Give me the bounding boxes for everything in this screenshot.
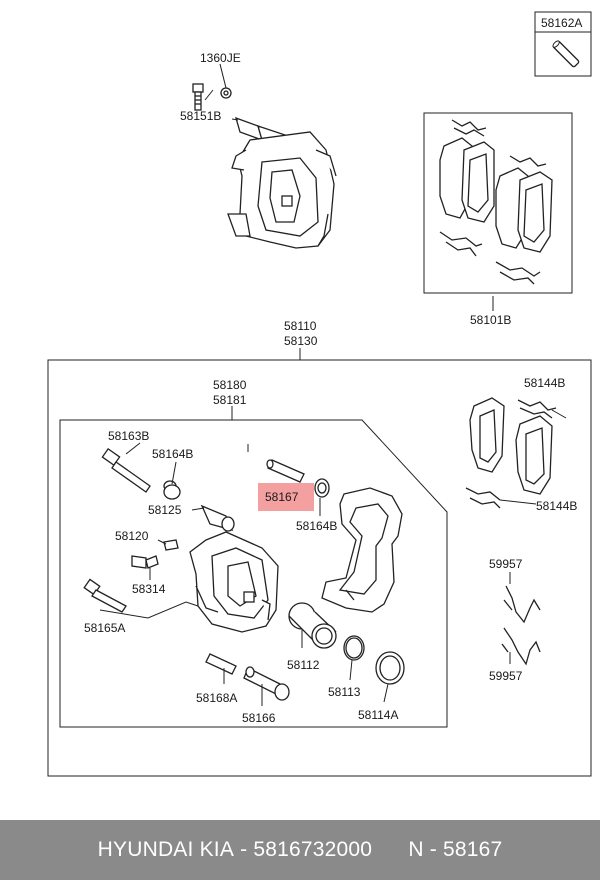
subassembly-box-58180: [59, 419, 448, 728]
label-58144B-low: 58144B: [536, 499, 577, 513]
label-58164B-top: 58164B: [152, 447, 193, 461]
label-58113: 58113: [328, 685, 361, 699]
footer-brand: HYUNDAI KIA: [97, 838, 235, 861]
exploded-parts-diagram: 58162A 1360JE 58151B 58101B 58110 58130 …: [47, 11, 592, 777]
footer-name: N - 58167: [408, 838, 503, 861]
brake-pads-58144B: [465, 397, 557, 509]
label-58181: 58181: [213, 393, 247, 407]
carrier-bracket: [321, 487, 403, 613]
label-58165A: 58165A: [84, 621, 125, 635]
footer-part-number: 5816732000: [253, 838, 373, 861]
footer-sep-1: -: [234, 838, 254, 861]
part-labels: 58162A 1360JE 58151B 58101B 58110 58130 …: [84, 16, 582, 725]
label-58167: 58167: [265, 490, 299, 504]
label-58168A: 58168A: [196, 691, 237, 705]
brake-pad-kit-58101B: [439, 119, 553, 285]
label-59957-top: 59957: [489, 557, 523, 571]
label-58314: 58314: [132, 582, 166, 596]
bolt-58165A: [83, 578, 127, 613]
label-58130: 58130: [284, 334, 318, 348]
label-58114A: 58114A: [358, 708, 398, 722]
part-box-58162A: [534, 11, 592, 77]
label-58162A: 58162A: [541, 16, 582, 30]
bolt-58151B: [192, 83, 204, 111]
caliper-assembly-lower: [83, 447, 405, 701]
label-58164B-low: 58164B: [296, 519, 337, 533]
label-59957-low: 59957: [489, 669, 523, 683]
label-58110: 58110: [284, 319, 317, 333]
label-58180: 58180: [213, 378, 247, 392]
boot-58164B: [163, 480, 181, 500]
guide-pin-58162A: [552, 40, 580, 68]
label-58101B: 58101B: [470, 313, 511, 327]
footer-gap: [372, 838, 408, 862]
springs-59957: [501, 585, 541, 666]
highlight-58167: [258, 483, 314, 511]
label-58163B: 58163B: [108, 429, 149, 443]
label-58120: 58120: [115, 529, 149, 543]
caliper-assembly-top: [192, 83, 337, 249]
label-1360JE: 1360JE: [200, 51, 241, 65]
footer-banner: HYUNDAI KIA - 5816732000 N - 58167: [0, 820, 600, 880]
label-58151B: 58151B: [180, 109, 221, 123]
label-58144B-top: 58144B: [524, 376, 565, 390]
label-58166: 58166: [242, 711, 276, 725]
label-58125: 58125: [148, 503, 182, 517]
label-58112: 58112: [287, 658, 320, 672]
pad-kit-box-58101B: [423, 112, 573, 294]
leader-lines: [99, 63, 511, 706]
assembly-box-58110: [47, 359, 592, 777]
bolt-58163B: [101, 447, 151, 493]
